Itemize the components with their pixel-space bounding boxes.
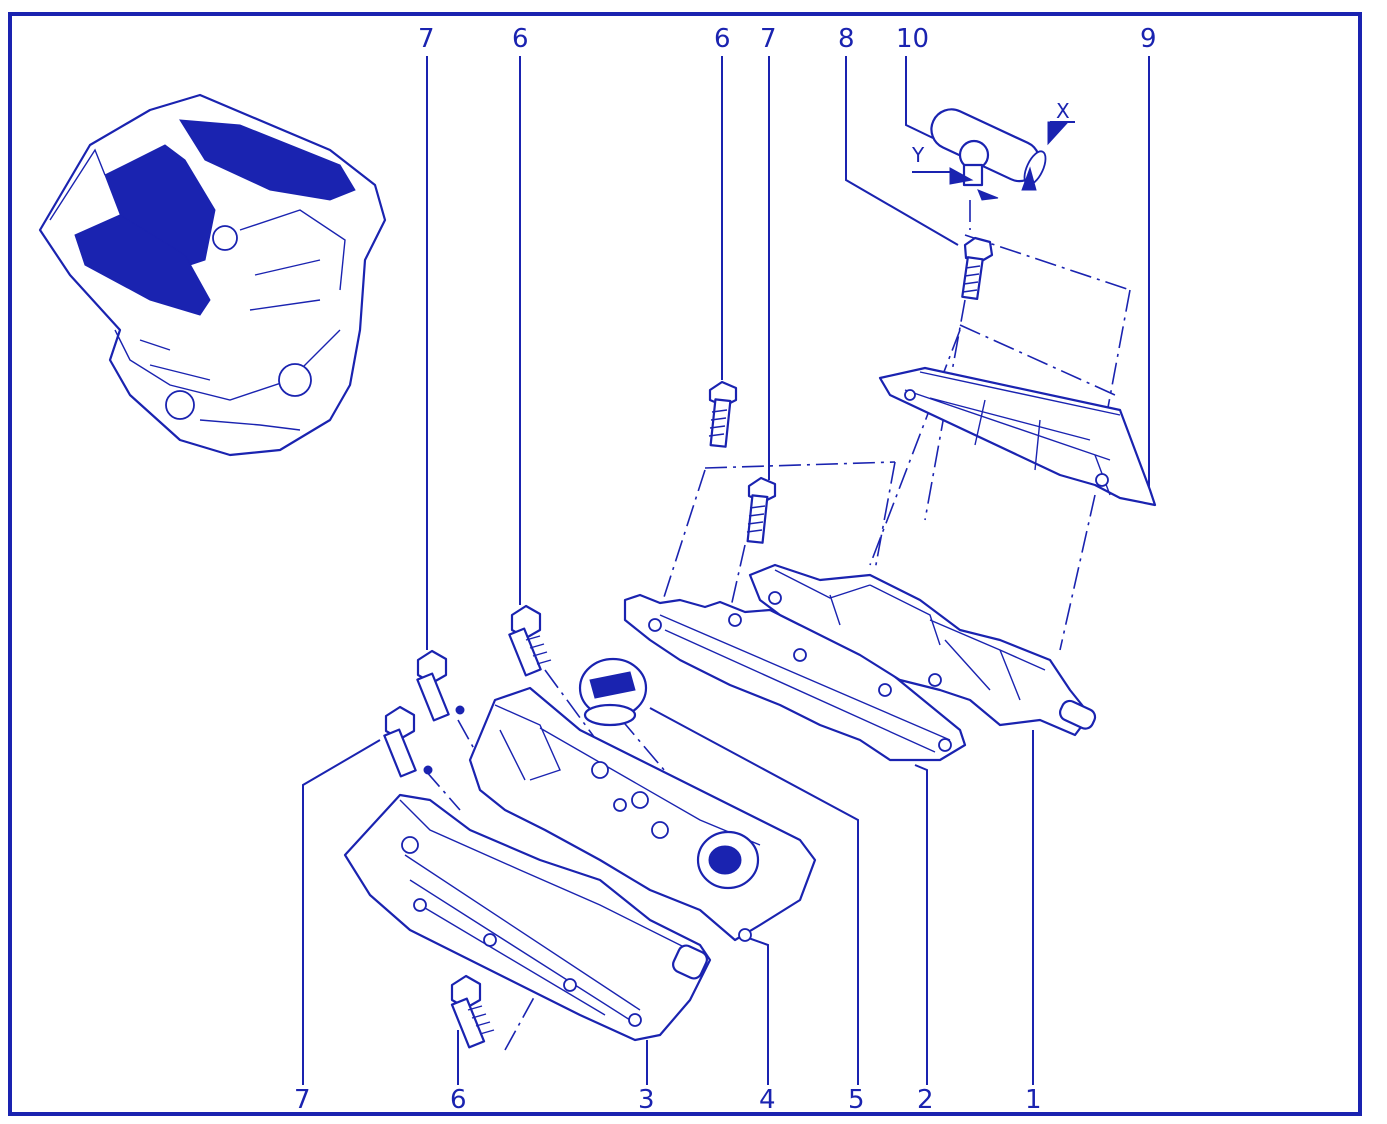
bolt-6-center [708,380,738,448]
valve-cover-3 [343,793,712,1042]
callout-7-bottom: 7 [294,1085,311,1115]
callout-4-bottom: 4 [759,1085,776,1115]
callout-3-bottom: 3 [638,1085,655,1115]
valve-cover-4 [468,686,817,942]
callout-5-bottom: 5 [848,1085,865,1115]
callout-6-top-center: 6 [714,24,731,54]
callout-2-bottom: 2 [917,1085,934,1115]
detail-label-x: X [1056,99,1070,123]
bolt-7-left-upper [416,649,465,722]
gasket-2 [623,593,967,762]
diagram-frame [8,12,1362,1116]
bolt-7-center [746,476,777,544]
callout-6-bottom: 6 [450,1085,467,1115]
bolt-6-bottom [450,974,495,1049]
detail-label-y: Y [911,143,925,167]
bolt-8 [961,236,994,301]
oil-filler-detail: X Y [911,99,1075,201]
callout-8-top: 8 [838,24,855,54]
bolt-6-left [508,604,552,677]
callout-7-top-left: 7 [418,24,435,54]
filler-cap-5 [578,657,648,727]
manifold-1 [748,563,1097,737]
callout-6-top-left: 6 [512,24,529,54]
callout-1-bottom: 1 [1025,1085,1042,1115]
leader-lines [302,56,1150,1085]
engine-cover-9 [878,366,1157,507]
callout-9-top: 9 [1140,24,1157,54]
callout-7-top-center: 7 [760,24,777,54]
callout-10-top: 10 [896,24,929,54]
bolt-7-left-lower [383,705,433,778]
engine-thumbnail [38,93,387,457]
